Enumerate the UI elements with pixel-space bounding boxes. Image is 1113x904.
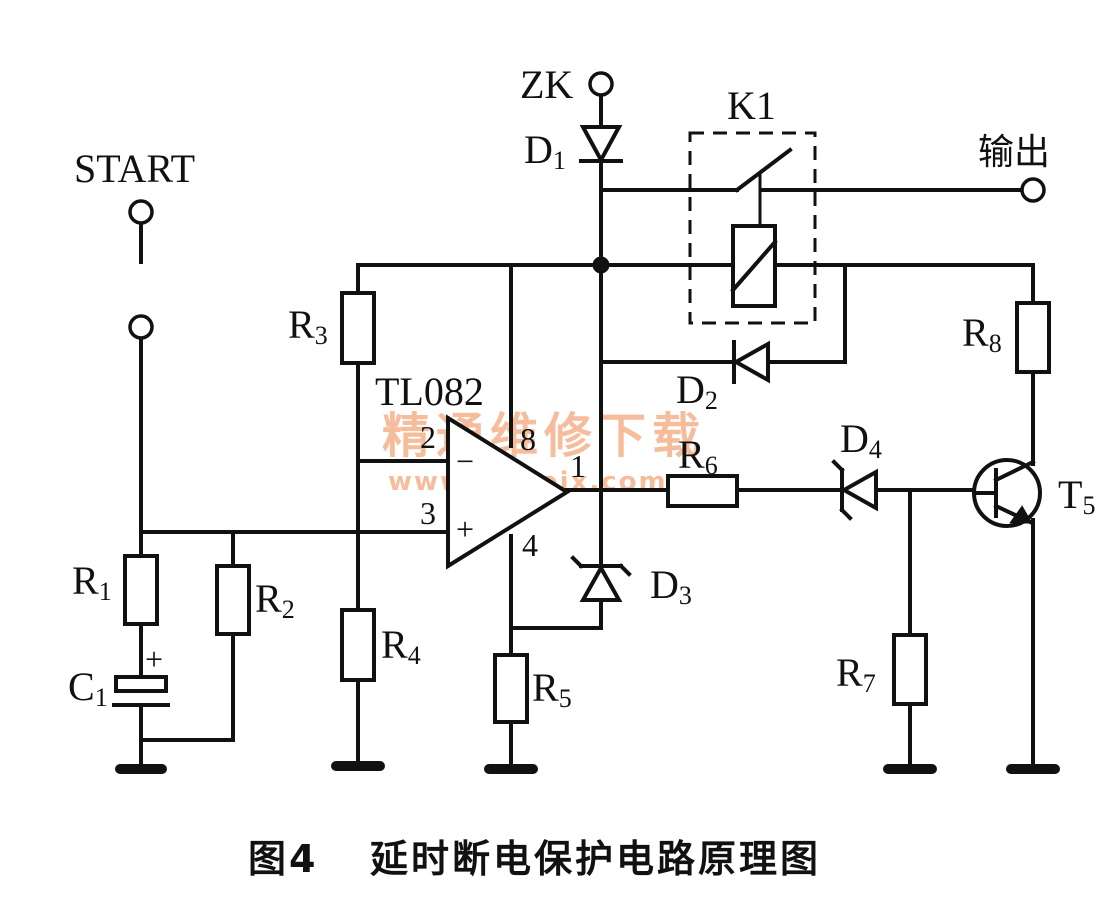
label-r5: R5: [532, 665, 572, 713]
pin-3: 3: [420, 495, 436, 531]
diode-d2: [731, 340, 770, 384]
junction-dot: [592, 256, 610, 274]
start-terminal-top: [128, 199, 154, 225]
pin-4: 4: [522, 527, 538, 563]
zener-d4: [831, 459, 878, 521]
ground-symbols: [115, 761, 1060, 774]
label-d2: D2: [676, 367, 718, 415]
label-r1: R1: [72, 558, 112, 606]
label-output: 输出: [978, 132, 1050, 173]
resistor-r3: [340, 291, 376, 365]
op-amp-pins: 2 8 1 3 4 − +: [420, 419, 586, 563]
label-k1: K1: [727, 83, 776, 128]
resistor-r4: [340, 608, 376, 682]
label-zk: ZK: [520, 62, 573, 107]
pin-2: 2: [420, 419, 436, 455]
label-d4: D4: [840, 416, 882, 464]
resistor-r1: [123, 554, 159, 626]
label-c1-plus: +: [145, 641, 163, 677]
resistor-r8: [1015, 301, 1051, 374]
zener-d3: [570, 555, 632, 602]
figure-caption: 图4 延时断电保护电路原理图: [248, 837, 821, 881]
label-tl082: TL082: [375, 369, 484, 414]
pin-8: 8: [520, 421, 536, 457]
capacitor-c1: [112, 675, 170, 707]
label-r2: R2: [255, 576, 295, 624]
label-r4: R4: [381, 622, 421, 670]
label-r7: R7: [836, 650, 876, 698]
label-d3: D3: [650, 562, 692, 610]
zk-terminal: [588, 71, 614, 97]
pin-1: 1: [570, 448, 586, 484]
resistor-r6: [666, 474, 739, 508]
start-terminal-bottom: [128, 314, 154, 340]
label-r3: R3: [288, 302, 328, 350]
transistor-t5: [972, 458, 1042, 528]
wires: [139, 94, 1035, 766]
resistor-r7: [892, 633, 928, 706]
label-r8: R8: [962, 310, 1002, 358]
label-start: START: [74, 146, 195, 191]
label-r6: R6: [678, 432, 718, 480]
caption-figure-number: 图4: [248, 837, 318, 881]
label-c1: C1: [68, 664, 108, 712]
resistor-r5: [493, 653, 529, 724]
op-amp-tl082: [446, 414, 571, 570]
watermark-cn: 精通维修下载: [382, 408, 706, 464]
label-t5: T5: [1058, 472, 1095, 520]
resistor-r2: [215, 564, 251, 636]
pin-plus-sign: +: [456, 511, 474, 547]
caption-title: 延时断电保护电路原理图: [370, 837, 821, 881]
component-labels: ZK START 输出 K1 TL082 D1 D2 D3 D4 R1 R2 R…: [68, 62, 1095, 713]
output-terminal: [1020, 177, 1046, 203]
label-d1: D1: [524, 127, 566, 175]
pin-minus-sign: −: [456, 443, 474, 479]
diode-d1: [579, 125, 623, 165]
relay-k1: [688, 131, 817, 325]
